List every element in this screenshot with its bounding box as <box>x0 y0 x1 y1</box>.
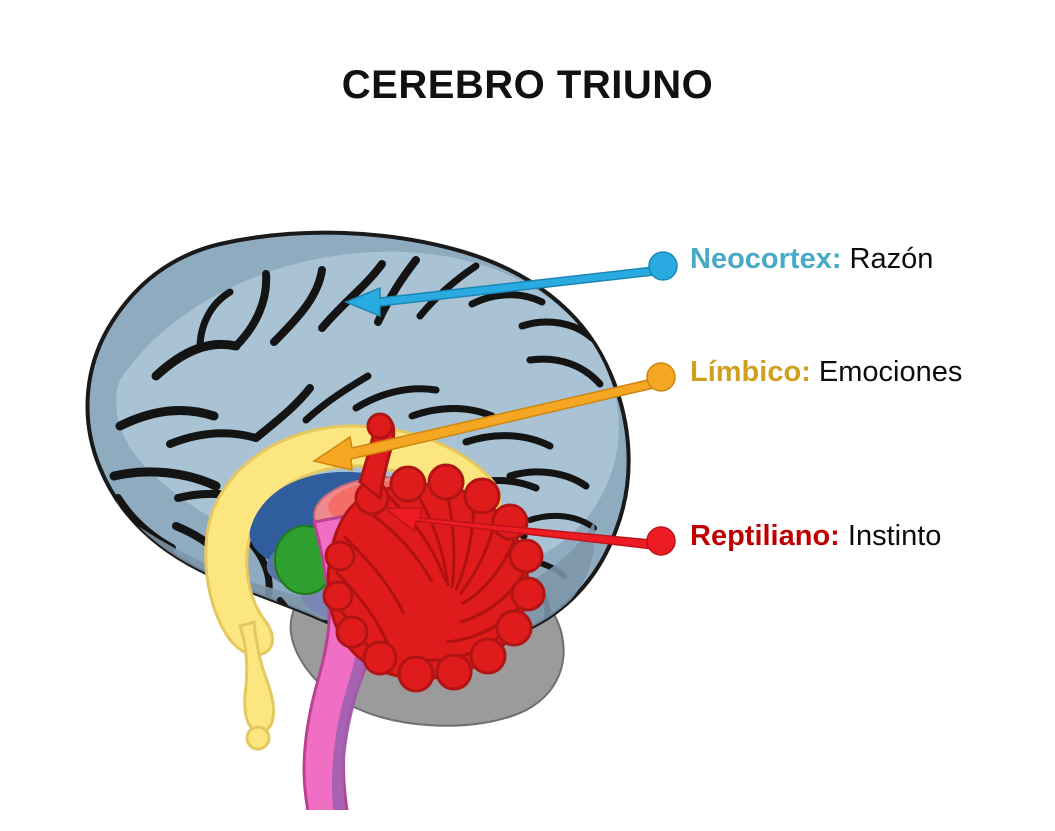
callout-reptiliano-description: Instinto <box>839 520 942 552</box>
callout-neocortex-term: Neocortex: <box>690 243 842 275</box>
callout-reptiliano: Reptiliano: Instinto <box>690 522 941 551</box>
callout-limbico-term: Límbico: <box>690 356 811 388</box>
callout-limbico-description: Emociones <box>810 356 963 388</box>
page-title: CEREBRO TRIUNO <box>341 63 714 107</box>
callout-neocortex-description: Razón <box>841 243 934 275</box>
brain-illustration <box>60 230 680 810</box>
callout-neocortex: Neocortex: Razón <box>690 245 933 274</box>
callout-limbico: Límbico: Emociones <box>690 358 962 387</box>
callout-reptiliano-term: Reptiliano: <box>690 520 840 552</box>
